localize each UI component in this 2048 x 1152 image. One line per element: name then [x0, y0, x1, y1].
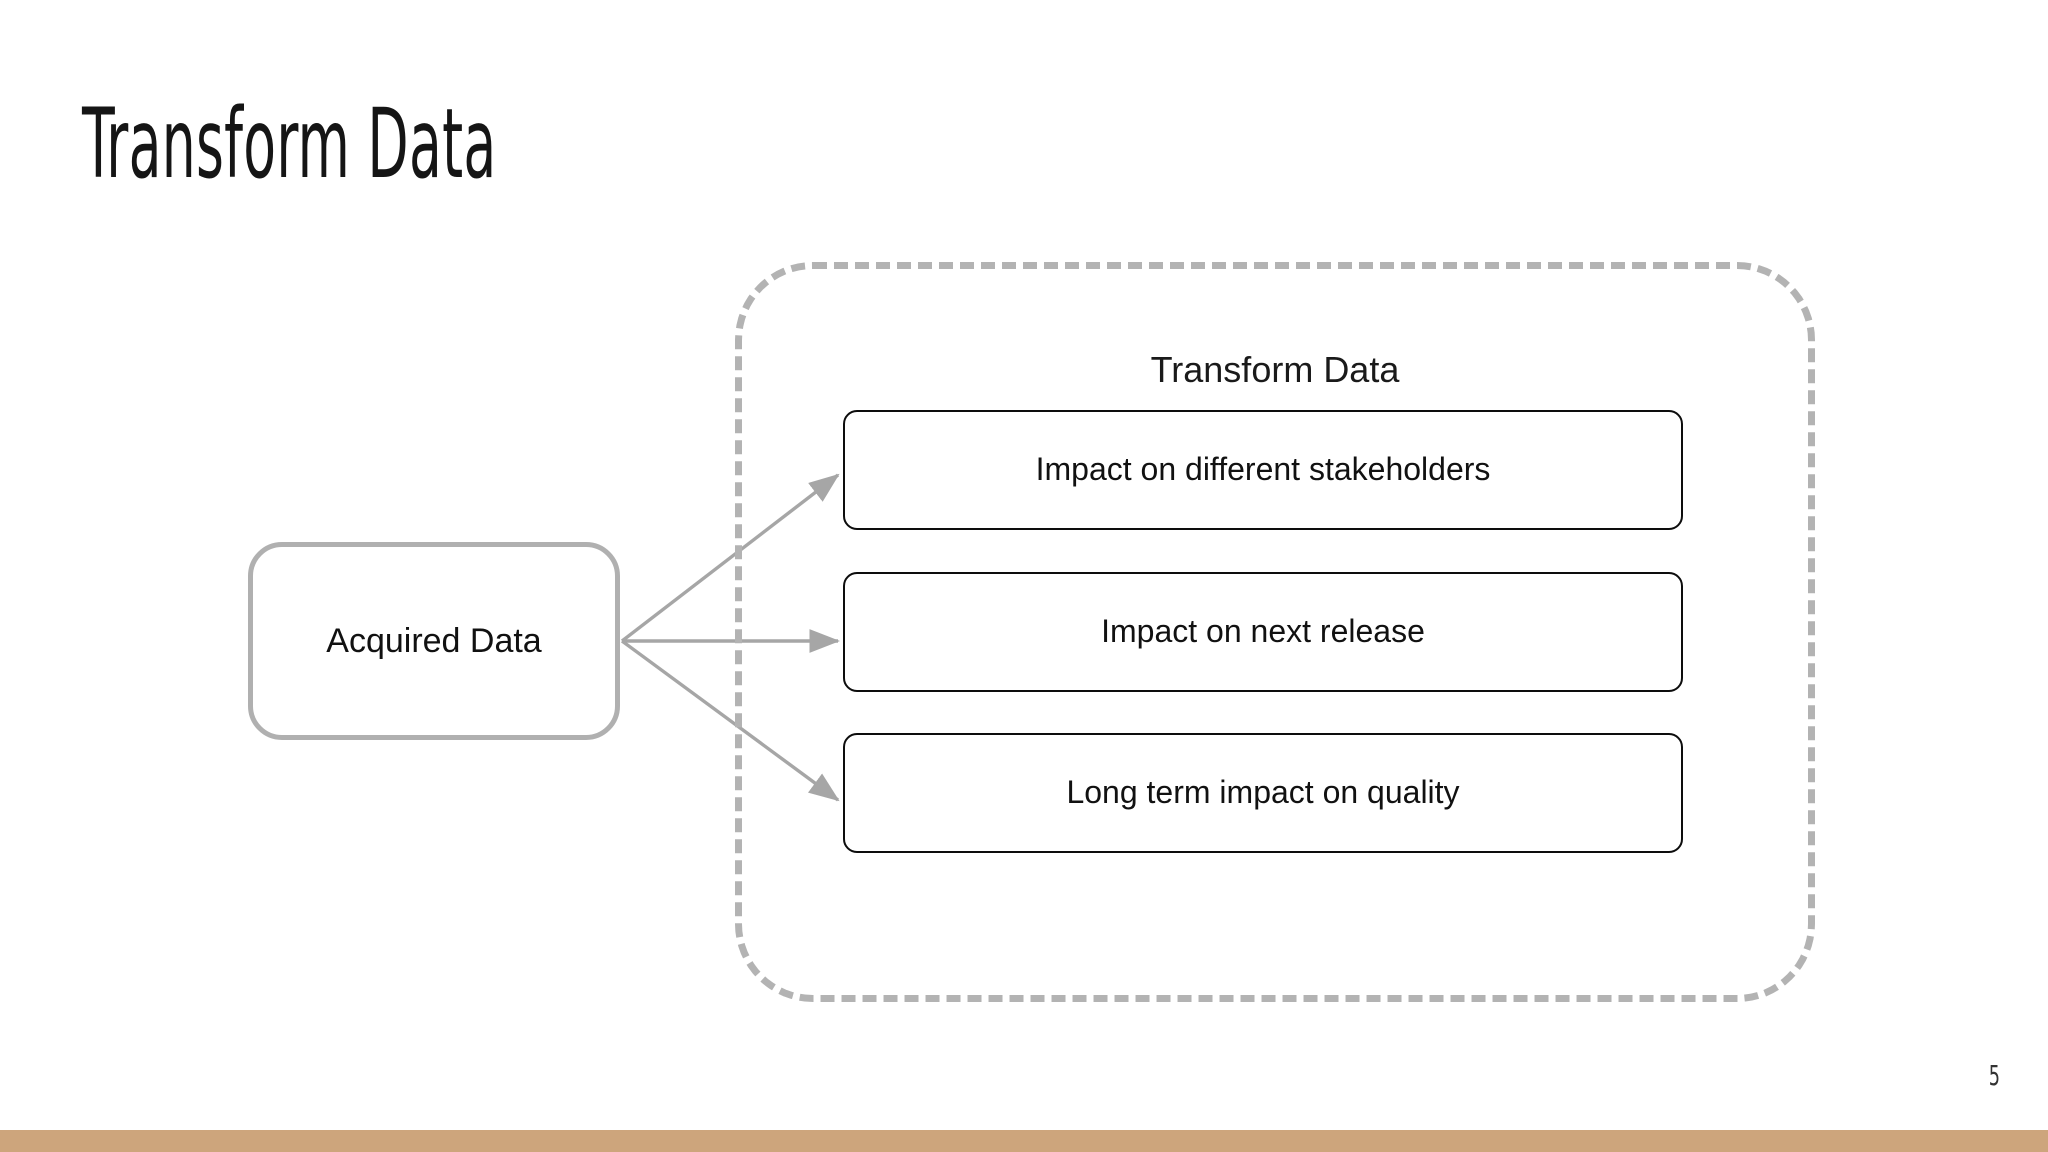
page-number: 5 — [1988, 1059, 2000, 1092]
outcome-node-stakeholders[interactable]: Impact on different stakeholders — [843, 410, 1683, 530]
outcome-label: Long term impact on quality — [1066, 774, 1460, 811]
outcome-node-next-release[interactable]: Impact on next release — [843, 572, 1683, 692]
accent-bar — [0, 1130, 2048, 1152]
page-title: Transform Data — [82, 88, 497, 200]
acquired-data-label: Acquired Data — [326, 621, 542, 660]
group-label: Transform Data — [1150, 349, 1400, 390]
outcome-node-long-term-quality[interactable]: Long term impact on quality — [843, 733, 1683, 853]
transform-data-group: Transform Data — [735, 262, 1815, 1002]
outcome-label: Impact on different stakeholders — [1035, 451, 1491, 488]
acquired-data-node[interactable]: Acquired Data — [248, 542, 620, 740]
outcome-label: Impact on next release — [1101, 613, 1425, 650]
